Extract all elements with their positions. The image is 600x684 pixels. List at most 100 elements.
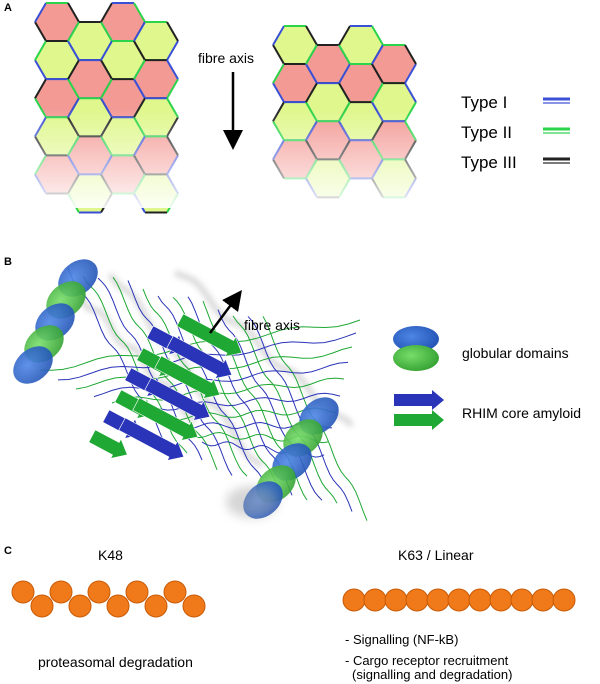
hex-edge xyxy=(166,21,179,42)
hex-edge xyxy=(272,44,285,65)
hex-edge xyxy=(133,2,146,23)
domain-shadow xyxy=(226,486,278,518)
hex-edge xyxy=(67,21,80,42)
k48-title: K48 xyxy=(98,547,123,563)
ubiquitin-k63 xyxy=(552,588,576,612)
hexagon xyxy=(339,64,383,103)
legend-type-ii-label: Type II xyxy=(461,123,513,142)
hex-edge xyxy=(34,59,47,80)
legend-green-strand xyxy=(394,410,444,430)
hexagon xyxy=(68,60,112,99)
hex-edge xyxy=(133,21,146,42)
hex-edge xyxy=(67,59,80,80)
legend-green-domain xyxy=(393,345,439,371)
ubiquitin-k48 xyxy=(49,580,73,604)
type-legend-swatches xyxy=(543,97,570,164)
beta-strand-arrow xyxy=(166,335,233,379)
panel-b-legend-marks xyxy=(393,326,444,430)
hex-edge xyxy=(166,78,179,99)
hexagon xyxy=(134,22,178,61)
fibre-axis-label-b: fibre axis xyxy=(244,317,301,333)
k48-ubiquitin-chain xyxy=(11,580,206,618)
legend-blue-domain xyxy=(393,326,439,352)
rhim-core-strands xyxy=(88,313,243,461)
hex-edge xyxy=(371,63,384,84)
hexagon xyxy=(306,45,350,84)
beta-strand-arrow xyxy=(132,397,199,441)
hex-edge xyxy=(338,82,351,103)
hexagon xyxy=(101,41,145,80)
hex-edge xyxy=(166,40,179,61)
hex-edge xyxy=(100,78,113,99)
hex-edge xyxy=(305,44,318,65)
fibre-axis-arrow-b xyxy=(208,289,242,334)
ubiquitin-k63 xyxy=(363,588,387,612)
hexagon xyxy=(35,2,79,42)
legend-blue-strand xyxy=(394,390,444,410)
ubiquitin-k48 xyxy=(87,580,111,604)
hexagon xyxy=(35,41,79,80)
legend-type-i-label: Type I xyxy=(461,93,508,112)
ubiquitin-k48 xyxy=(30,594,54,618)
globular-domains-right xyxy=(226,397,339,519)
hex-edge xyxy=(338,25,351,46)
ubiquitin-k48 xyxy=(106,594,130,618)
hex-edge xyxy=(305,25,318,46)
hex-edge xyxy=(34,78,47,99)
ubiquitin-k63 xyxy=(342,588,366,612)
k63-ubiquitin-chain xyxy=(342,588,576,612)
ubiquitin-k63 xyxy=(447,588,471,612)
hexagon xyxy=(273,64,317,103)
hex-edge xyxy=(34,2,47,23)
hex-edge xyxy=(133,59,146,80)
hexagon xyxy=(372,45,416,84)
ubiquitin-k63 xyxy=(468,588,492,612)
hexagon xyxy=(35,79,79,118)
chain-line xyxy=(232,315,338,504)
chain-line xyxy=(93,361,349,398)
hex-edge xyxy=(133,78,146,99)
k48-function: proteasomal degradation xyxy=(38,654,193,670)
hex-edge xyxy=(305,82,318,103)
legend-rhim-core-label: RHIM core amyloid xyxy=(462,405,582,421)
fade-overlay-left xyxy=(20,108,200,208)
hex-edge xyxy=(100,40,113,61)
globular-domains-left xyxy=(13,259,98,384)
legend-type-iii-label: Type III xyxy=(461,153,517,172)
hex-edge xyxy=(34,40,47,61)
hex-edge xyxy=(133,40,146,61)
panel-label-c: C xyxy=(4,545,12,557)
ubiquitin-k48 xyxy=(144,594,168,618)
hex-edge xyxy=(272,25,285,46)
hex-edge xyxy=(272,63,285,84)
ubiquitin-k48 xyxy=(11,580,35,604)
hex-edge xyxy=(272,82,285,103)
hexagon xyxy=(101,79,145,118)
chain-line xyxy=(111,377,345,404)
legend-globular-domains-label: globular domains xyxy=(462,345,569,361)
ubiquitin-k48 xyxy=(163,580,187,604)
hex-edge xyxy=(404,82,417,103)
hex-edge xyxy=(338,44,351,65)
hex-edge xyxy=(338,63,351,84)
hex-edge xyxy=(371,25,384,46)
beta-strand-arrow xyxy=(154,355,221,399)
fibre-axis-label-a: fibre axis xyxy=(198,50,255,66)
hex-edge xyxy=(404,63,417,84)
k63-title: K63 / Linear xyxy=(398,547,474,563)
ubiquitin-k63 xyxy=(384,588,408,612)
hexagon xyxy=(339,25,383,65)
chain-line xyxy=(39,319,361,371)
hexagon xyxy=(101,2,145,42)
hex-edge xyxy=(34,21,47,42)
hex-edge xyxy=(67,2,80,23)
hex-edge xyxy=(67,78,80,99)
hex-edge xyxy=(404,44,417,65)
panel-label-a: A xyxy=(4,2,12,14)
globular-domain-blue xyxy=(13,346,53,384)
hex-edge xyxy=(67,40,80,61)
ubiquitin-k63 xyxy=(510,588,534,612)
fade-overlay-right xyxy=(260,108,440,208)
hexagon xyxy=(273,25,317,65)
